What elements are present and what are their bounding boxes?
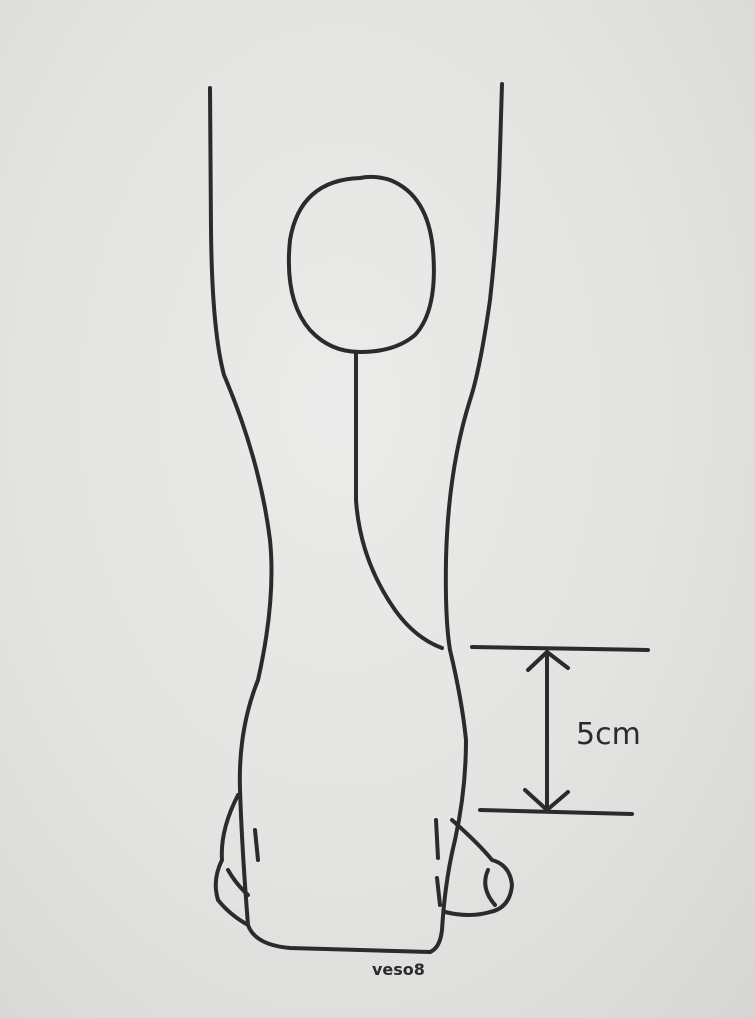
- connecting-line: [356, 352, 442, 648]
- measure-bottom-line: [480, 810, 632, 814]
- calf-oval-marker: [289, 177, 434, 352]
- measure-top-line: [472, 647, 648, 650]
- leg-left-outline: [210, 88, 430, 952]
- signature: veso8: [372, 960, 425, 979]
- leg-right-outline: [430, 84, 502, 952]
- right-toe-dash: [436, 820, 440, 905]
- measure-label: 5cm: [576, 717, 641, 752]
- left-toe-dash: [255, 830, 258, 860]
